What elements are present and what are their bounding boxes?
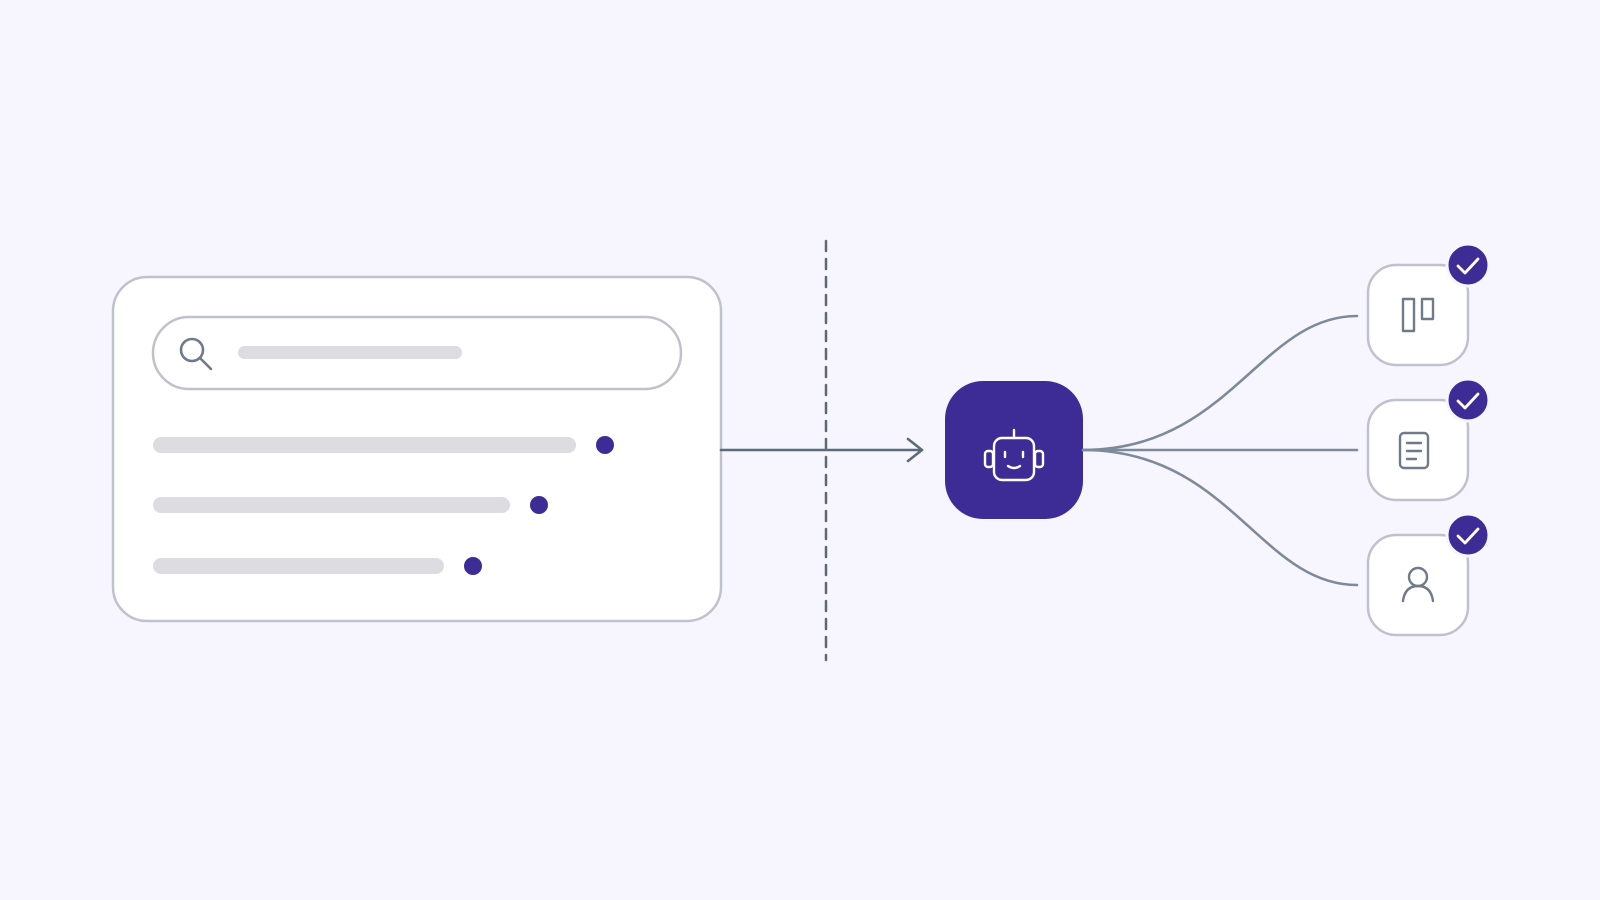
search-icon: [179, 337, 213, 371]
result-text-placeholder: [153, 497, 510, 513]
user-icon: [1401, 566, 1435, 603]
output-node-user[interactable]: [1366, 512, 1491, 637]
status-badge: [1445, 512, 1491, 558]
output-node-kanban[interactable]: [1366, 242, 1491, 367]
output-connectors: [1081, 314, 1359, 587]
search-results-card: [111, 275, 723, 623]
check-icon: [1456, 392, 1480, 410]
result-marker-dot: [530, 496, 548, 514]
status-badge: [1445, 377, 1491, 423]
status-badge: [1445, 242, 1491, 288]
result-row[interactable]: [153, 496, 548, 514]
kanban-board-icon: [1401, 297, 1435, 333]
result-marker-dot: [596, 436, 614, 454]
arrow-head-icon: [906, 437, 924, 463]
result-text-placeholder: [153, 437, 576, 453]
result-row[interactable]: [153, 436, 614, 454]
output-node-document[interactable]: [1366, 377, 1491, 502]
connector-to-kanban: [1081, 314, 1359, 452]
agent-node-background: [945, 381, 1083, 519]
robot-icon: [983, 428, 1045, 482]
input-arrow: [719, 437, 924, 463]
check-icon: [1456, 257, 1480, 275]
search-query-placeholder: [238, 346, 462, 359]
output-node-card: [1366, 263, 1470, 367]
document-icon: [1398, 431, 1430, 470]
result-marker-dot: [464, 557, 482, 575]
agent-node[interactable]: [945, 381, 1083, 519]
result-text-placeholder: [153, 558, 444, 574]
connector-to-user: [1081, 448, 1359, 587]
check-icon: [1456, 527, 1480, 545]
search-bar[interactable]: [151, 315, 683, 391]
result-row[interactable]: [153, 557, 482, 575]
